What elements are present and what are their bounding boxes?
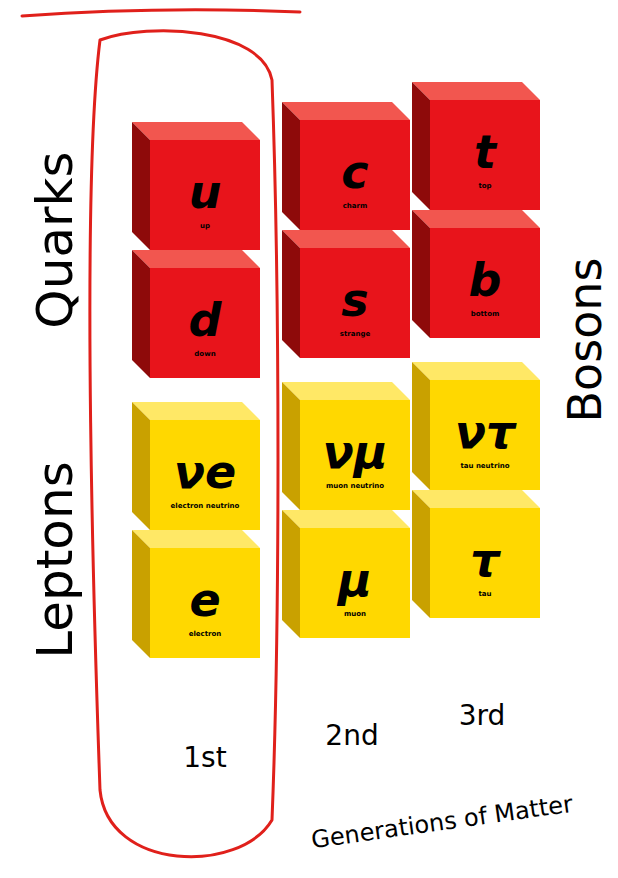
generation-label: 1st — [183, 744, 226, 772]
cube-side-face — [412, 82, 430, 210]
hand-drawn-stroke — [22, 10, 300, 16]
particle-symbol: d — [189, 297, 222, 343]
particle-symbol: e — [189, 577, 220, 623]
particle-symbol: νe — [174, 449, 237, 495]
cube-top-face — [132, 250, 260, 268]
cube-front-face: t top — [430, 100, 540, 210]
cube-side-face — [282, 230, 300, 358]
cube-side-face — [132, 402, 150, 530]
cube-top-face — [132, 402, 260, 420]
cube-top-face — [412, 490, 540, 508]
cube-side-face — [282, 102, 300, 230]
lepton-cube: ντ tau neutrino — [412, 362, 540, 490]
cube-top-face — [412, 82, 540, 100]
cube-top-face — [282, 230, 410, 248]
particle-name: electron neutrino — [171, 503, 240, 511]
particle-name: top — [478, 183, 491, 191]
particle-name: charm — [343, 203, 368, 211]
particle-symbol: u — [189, 169, 222, 215]
hand-drawn-loop — [90, 31, 278, 857]
cube-side-face — [132, 530, 150, 658]
cube-top-face — [412, 362, 540, 380]
cube-top-face — [132, 122, 260, 140]
particle-name: electron — [189, 631, 222, 639]
cube-front-face: d down — [150, 268, 260, 378]
lepton-cube: e electron — [132, 530, 260, 658]
particle-symbol: s — [341, 277, 368, 323]
cube-side-face — [132, 122, 150, 250]
lepton-cube: νμ muon neutrino — [282, 382, 410, 510]
cube-front — [430, 100, 540, 210]
cube-front-face: μ muon — [300, 528, 410, 638]
cube-front — [300, 248, 410, 358]
cube-side-face — [282, 510, 300, 638]
cube-top-face — [132, 530, 260, 548]
cube-front-face: b bottom — [430, 228, 540, 338]
lepton-cube: μ muon — [282, 510, 410, 638]
particle-name: muon neutrino — [326, 483, 384, 491]
cube-front-face: νe electron neutrino — [150, 420, 260, 530]
cube-front-face: ντ tau neutrino — [430, 380, 540, 490]
cube-front — [150, 548, 260, 658]
cube-front — [430, 508, 540, 618]
particle-name: tau neutrino — [460, 463, 509, 471]
particle-symbol: τ — [470, 537, 499, 583]
cube-front-face: s strange — [300, 248, 410, 358]
particle-name: down — [194, 351, 215, 359]
cube-front-face: τ tau — [430, 508, 540, 618]
group-label: Leptons — [30, 461, 80, 658]
particle-name: tau — [478, 591, 491, 599]
axis-title: Generations of Matter — [310, 792, 574, 852]
particle-name: up — [200, 223, 210, 231]
generation-label: 3rd — [459, 702, 506, 730]
particle-symbol: μ — [338, 557, 372, 603]
cube-front-face: e electron — [150, 548, 260, 658]
quark-cube: c charm — [282, 102, 410, 230]
particle-symbol: ντ — [455, 409, 516, 455]
cube-front-face: u up — [150, 140, 260, 250]
cube-top-face — [282, 102, 410, 120]
cube-front — [300, 528, 410, 638]
lepton-cube: νe electron neutrino — [132, 402, 260, 530]
particle-symbol: b — [469, 257, 502, 303]
cube-side-face — [132, 250, 150, 378]
particle-name: strange — [340, 331, 370, 339]
generation-label: 2nd — [325, 722, 378, 750]
cube-top-face — [412, 210, 540, 228]
quark-cube: t top — [412, 82, 540, 210]
cube-front — [300, 120, 410, 230]
cube-side-face — [282, 382, 300, 510]
cube-front — [150, 268, 260, 378]
particle-name: muon — [344, 611, 366, 619]
quark-cube: b bottom — [412, 210, 540, 338]
cube-front — [430, 228, 540, 338]
quark-cube: d down — [132, 250, 260, 378]
cube-side-face — [412, 210, 430, 338]
cube-front — [150, 420, 260, 530]
particle-symbol: t — [474, 129, 496, 175]
group-label: Quarks — [30, 151, 80, 328]
lepton-cube: τ tau — [412, 490, 540, 618]
quark-cube: s strange — [282, 230, 410, 358]
cube-front — [430, 380, 540, 490]
cube-front-face: νμ muon neutrino — [300, 400, 410, 510]
group-label: Bosons — [562, 258, 608, 423]
cube-top-face — [282, 510, 410, 528]
cube-side-face — [412, 490, 430, 618]
cube-top-face — [282, 382, 410, 400]
cube-front — [300, 400, 410, 510]
cube-side-face — [412, 362, 430, 490]
quark-cube: u up — [132, 122, 260, 250]
cube-front-face: c charm — [300, 120, 410, 230]
particle-symbol: c — [341, 149, 368, 195]
particle-symbol: νμ — [322, 429, 387, 475]
cube-front — [150, 140, 260, 250]
particle-name: bottom — [471, 311, 500, 319]
